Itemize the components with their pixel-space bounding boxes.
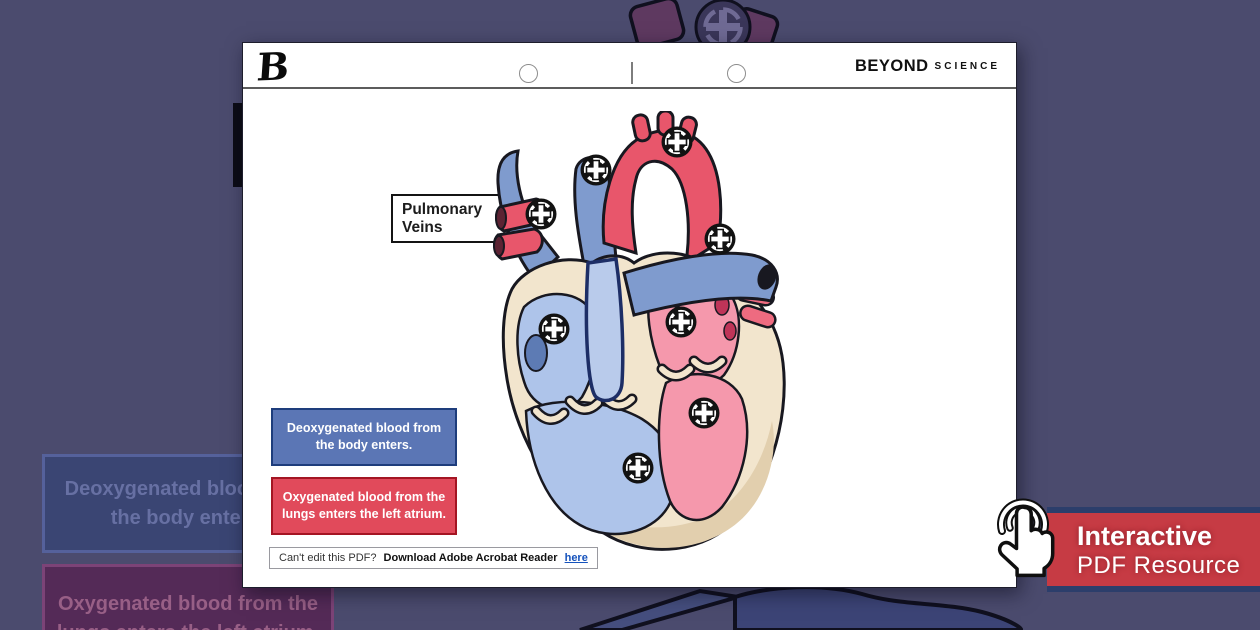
background-heart-echo-bottom [579,585,1024,630]
header-divider-line [631,62,633,84]
brand-secondary: SCIENCE [934,60,1000,72]
brand-primary: BEYOND [854,56,929,75]
header-radio-2[interactable] [727,64,746,83]
option-oxygenated[interactable]: Oxygenated blood from the lungs enters t… [271,477,457,535]
pdf-page: B BEYOND SCIENCE Pulmonary Veins [242,42,1017,588]
hotspot-right-ventricle[interactable] [621,451,655,485]
hotspot-left-pulmonary-artery[interactable] [703,222,737,256]
interactive-ribbon: Interactive PDF Resource [1047,507,1260,592]
label-pulmonary-veins[interactable]: Pulmonary Veins [391,194,512,243]
acrobat-note: Can't edit this PDF? Download Adobe Acro… [269,547,598,569]
beyond-logo: B [255,43,291,90]
ribbon-line2: PDF Resource [1077,552,1241,579]
hotspot-pulmonary-trunk[interactable] [579,153,613,187]
tap-hand-icon [997,498,1055,578]
hotspot-left-atrium[interactable] [664,305,698,339]
acrobat-link[interactable]: here [564,552,588,564]
hotspot-pulmonary-veins[interactable] [524,197,558,231]
background-label-echo-edge [233,103,244,187]
brand-text: BEYOND SCIENCE [855,43,1000,89]
card-header: B BEYOND SCIENCE [243,43,1016,90]
background-option-echo-red-text: Oxygenated blood from the lungs enters t… [57,593,319,630]
hotspot-right-atrium[interactable] [537,312,571,346]
label-pulmonary-veins-text: Pulmonary Veins [402,201,483,236]
ribbon-line1: Interactive [1077,521,1213,551]
header-radio-1[interactable] [519,64,538,83]
acrobat-note-question: Can't edit this PDF? [279,552,377,564]
acrobat-note-action: Download Adobe Acrobat Reader [383,552,558,564]
option-deoxygenated-text: Deoxygenated blood from the body enters. [286,421,442,452]
option-deoxygenated[interactable]: Deoxygenated blood from the body enters. [271,408,457,466]
heart-illustration [493,111,786,551]
hotspot-left-ventricle[interactable] [687,396,721,430]
background-heart-echo-top [628,0,780,46]
hotspot-aorta[interactable] [660,125,694,159]
option-oxygenated-text: Oxygenated blood from the lungs enters t… [282,490,446,521]
